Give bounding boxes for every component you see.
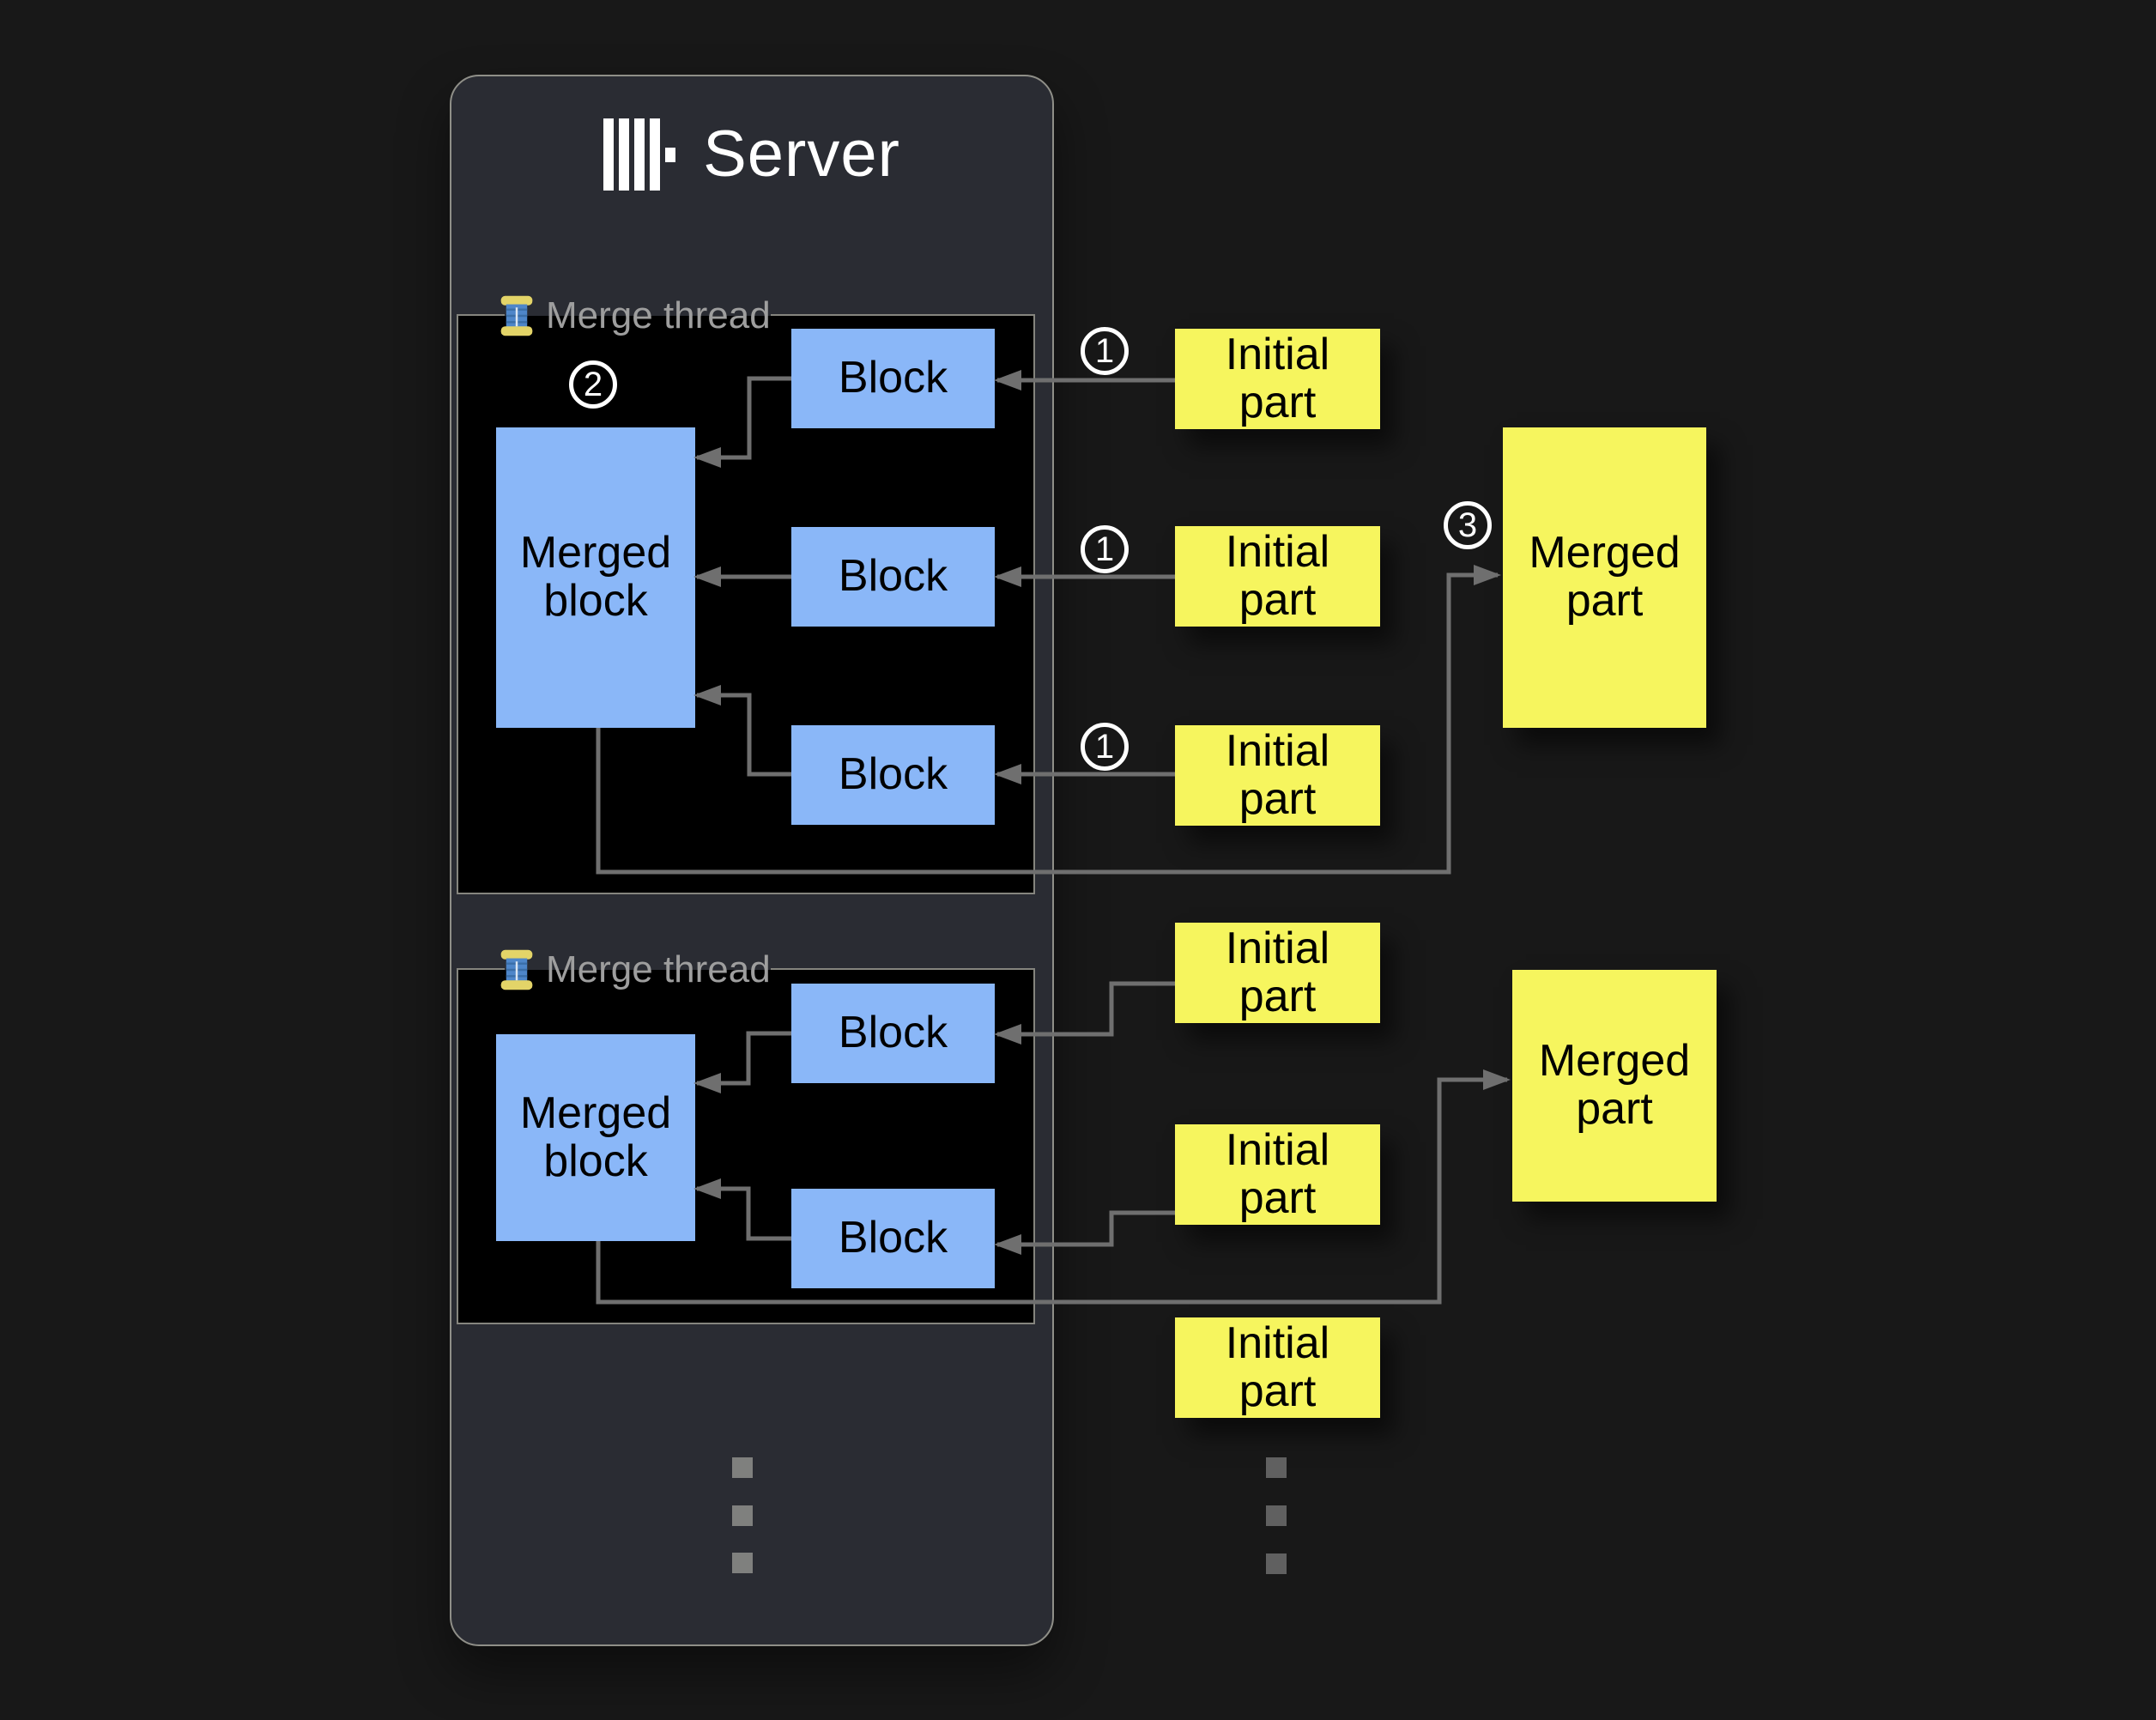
box2-border-segment [771,968,1035,970]
block-1-2: Block [791,527,995,627]
merge-thread-label-1: Merge thread [498,294,771,338]
box1-border-segment [457,314,505,316]
step-2-badge: 2 [569,360,617,409]
clickhouse-logo-icon [603,116,677,193]
initial-part-1: Initial part [1175,329,1380,429]
merged-block-1: Merged block [496,427,695,728]
merge-thread-label-text: Merge thread [546,294,771,336]
block-2-2: Block [791,1189,995,1288]
server-header: Server [450,113,1054,196]
ellipsis-dot [732,1553,753,1573]
block-2-1: Block [791,984,995,1083]
merged-part-2: Merged part [1512,970,1717,1202]
step-1-badge: 1 [1081,723,1129,771]
merged-block-2: Merged block [496,1034,695,1241]
server-title: Server [703,118,900,191]
initial-part-5: Initial part [1175,1124,1380,1225]
initial-part-2: Initial part [1175,526,1380,627]
ellipsis-dot [732,1505,753,1526]
merge-thread-label-2: Merge thread [498,948,771,992]
block-1-3: Block [791,725,995,825]
thread-spool-icon [500,295,533,336]
ellipsis-dot [1266,1457,1287,1478]
block-1-1: Block [791,329,995,428]
ellipsis-dot [732,1457,753,1478]
box1-border-segment [771,314,1035,316]
ellipsis-dot [1266,1505,1287,1526]
initial-part-6: Initial part [1175,1317,1380,1418]
merged-part-1: Merged part [1503,427,1706,728]
initial-part-3: Initial part [1175,725,1380,826]
step-3-badge: 3 [1444,501,1492,549]
step-1-badge: 1 [1081,327,1129,375]
merge-thread-label-text: Merge thread [546,948,771,990]
initial-part-4: Initial part [1175,923,1380,1023]
box2-border-segment [457,968,505,970]
thread-spool-icon [500,949,533,990]
ellipsis-dot [1266,1553,1287,1574]
step-1-badge: 1 [1081,525,1129,573]
